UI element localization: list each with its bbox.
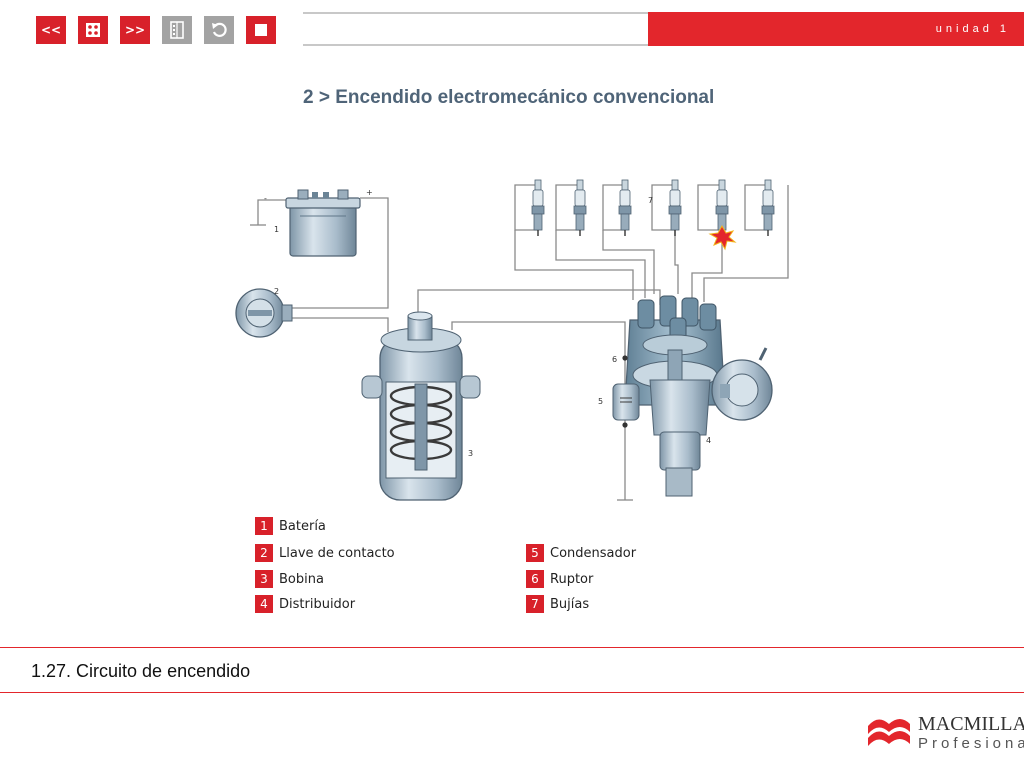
legend-number: 6 xyxy=(526,570,544,588)
legend-item: 5 Condensador xyxy=(526,544,636,562)
legend-number: 2 xyxy=(255,544,273,562)
spark-plug xyxy=(573,179,587,236)
prev-button[interactable]: << xyxy=(36,16,66,44)
brand-name: MACMILLAN xyxy=(918,712,1024,735)
legend-label: Batería xyxy=(279,518,326,534)
legend-label: Condensador xyxy=(550,545,637,561)
header-rule-top xyxy=(303,12,648,14)
stop-button[interactable] xyxy=(246,16,276,44)
caption-rule-bottom xyxy=(0,692,1024,693)
legend-item: 4 Distribuidor xyxy=(255,595,355,613)
unit-banner: unidad 1 xyxy=(648,12,1024,46)
macmillan-wave-icon xyxy=(868,719,910,746)
spark-plug xyxy=(761,179,775,236)
slide-title: 2 > Encendido electromecánico convencion… xyxy=(303,87,715,108)
callout-2: 2 xyxy=(274,287,279,296)
callout-5: 5 xyxy=(598,397,603,406)
nav-toolbar: << >> xyxy=(36,16,276,44)
callout-positive: + xyxy=(366,188,373,197)
legend-label: Ruptor xyxy=(550,571,594,587)
spark-plug-firing xyxy=(708,179,737,251)
legend-item: 7 Bujías xyxy=(526,595,589,613)
ignition-circuit-diagram: - + 1 2 3 4 5 6 7 xyxy=(235,179,789,501)
battery xyxy=(285,189,361,257)
legend-number: 7 xyxy=(526,595,544,613)
legend-number: 1 xyxy=(255,517,273,535)
callout-7: 7 xyxy=(648,196,653,205)
legend-item: 1 Batería xyxy=(255,517,326,535)
legend-number: 4 xyxy=(255,595,273,613)
back-button[interactable] xyxy=(204,16,234,44)
legend-label: Distribuidor xyxy=(279,596,356,612)
brand-subtitle: Profesional xyxy=(918,734,1024,752)
next-button[interactable]: >> xyxy=(120,16,150,44)
spark-plug xyxy=(618,179,632,236)
ignition-switch xyxy=(235,288,293,338)
wiring xyxy=(250,184,789,501)
header-rule-bottom xyxy=(303,44,648,46)
distributor xyxy=(612,295,773,497)
spark-plug xyxy=(531,179,545,236)
unit-label: unidad 1 xyxy=(935,23,1010,35)
ignition-coil xyxy=(361,311,481,501)
figure-caption: 1.27. Circuito de encendido xyxy=(31,661,251,681)
callout-4: 4 xyxy=(706,436,711,445)
dice-grid-icon xyxy=(86,23,100,37)
spark-icon xyxy=(708,224,737,251)
legend-number: 5 xyxy=(526,544,544,562)
spark-plug xyxy=(668,179,682,236)
callout-1: 1 xyxy=(274,225,279,234)
spark-plugs xyxy=(531,179,775,251)
index-list-icon xyxy=(170,21,184,39)
callout-negative: - xyxy=(264,194,267,203)
legend-number: 3 xyxy=(255,570,273,588)
logo-text: MACMILLAN Profesional xyxy=(918,714,1024,751)
callout-6: 6 xyxy=(612,355,617,364)
legend-item: 3 Bobina xyxy=(255,570,324,588)
callout-3: 3 xyxy=(468,449,473,458)
legend-label: Bujías xyxy=(550,596,590,612)
publisher-logo: MACMILLAN Profesional xyxy=(866,712,1024,752)
stop-square-icon xyxy=(255,24,267,36)
undo-arrow-icon xyxy=(212,22,227,37)
home-button[interactable] xyxy=(78,16,108,44)
legend-item: 6 Ruptor xyxy=(526,570,593,588)
index-button[interactable] xyxy=(162,16,192,44)
legend-label: Bobina xyxy=(279,571,324,587)
legend-label: Llave de contacto xyxy=(279,545,395,561)
caption-rule-top xyxy=(0,647,1024,648)
diagram-callouts: - + 1 2 3 4 5 6 7 xyxy=(264,188,711,458)
legend-item: 2 Llave de contacto xyxy=(255,544,395,562)
